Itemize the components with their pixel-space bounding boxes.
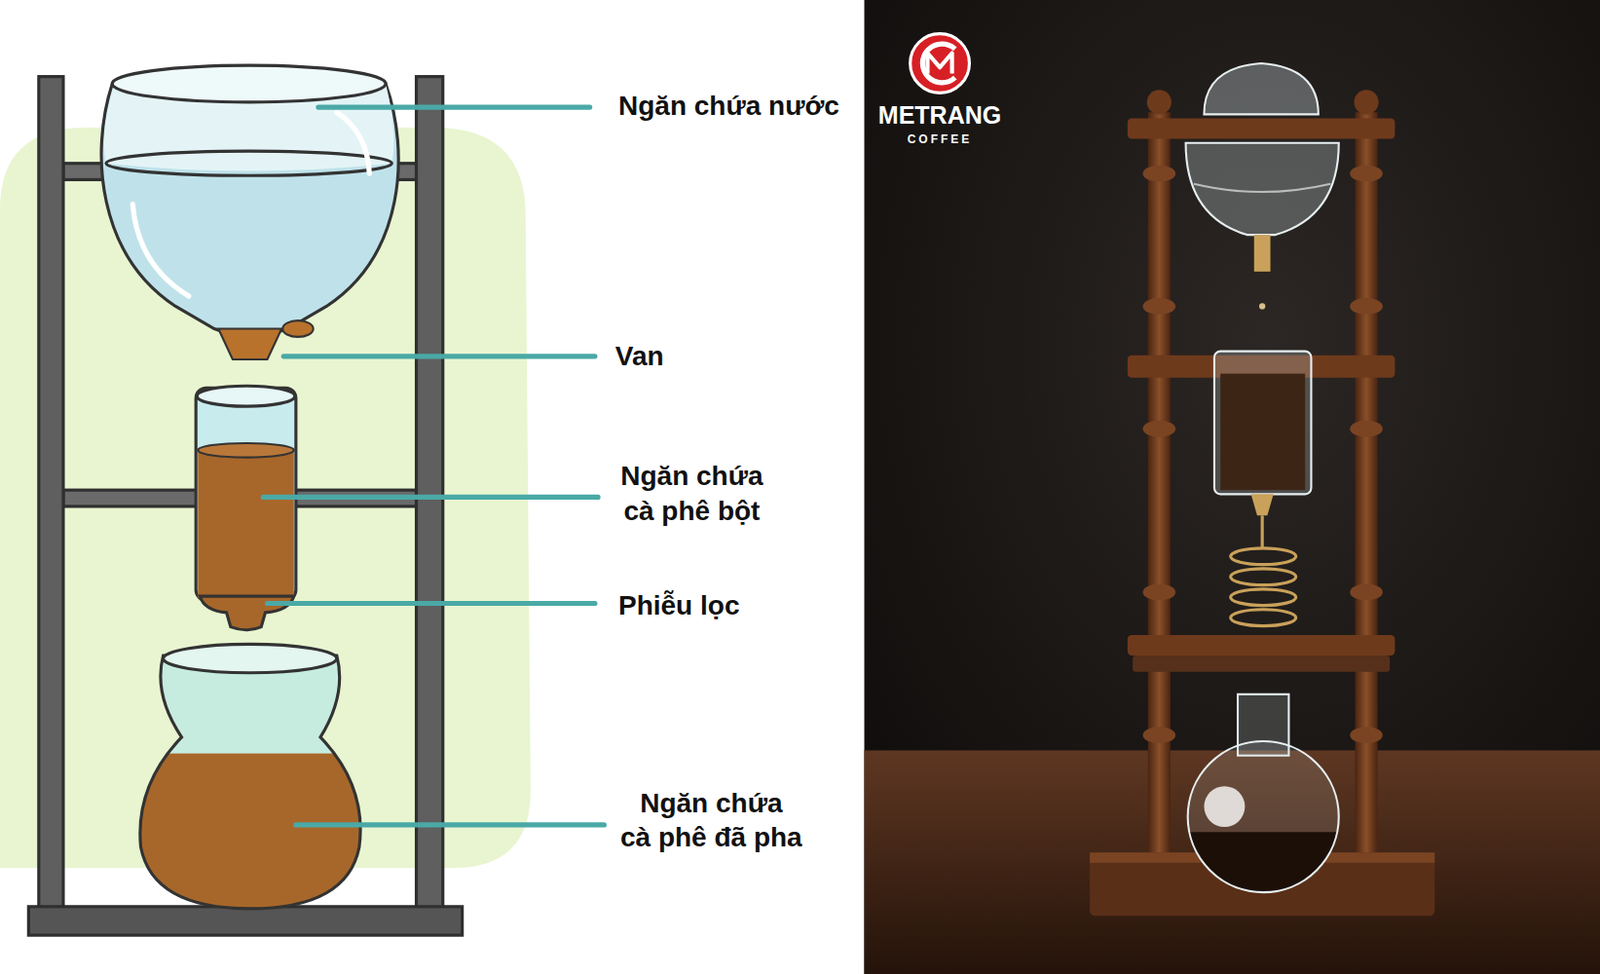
post-bead bbox=[1349, 420, 1383, 438]
leader-line bbox=[262, 494, 598, 500]
frame-base bbox=[28, 906, 462, 935]
part-label: Phiễu lọc bbox=[618, 588, 740, 624]
logo-text: METRANG bbox=[878, 99, 1002, 131]
lower-shelf-edge bbox=[1132, 655, 1390, 672]
post-bead bbox=[1349, 726, 1383, 744]
tower-post bbox=[1355, 111, 1378, 868]
logo-m bbox=[927, 53, 952, 75]
post-bead bbox=[1349, 584, 1383, 601]
frame-post bbox=[38, 76, 64, 910]
bowl-lid bbox=[1203, 63, 1318, 114]
flask-outline bbox=[1188, 741, 1340, 893]
post-bead bbox=[1143, 726, 1177, 744]
globe-rim bbox=[111, 65, 386, 103]
lower-shelf bbox=[1127, 634, 1396, 656]
part-label: Van bbox=[615, 338, 665, 374]
spiral-coil bbox=[1230, 589, 1297, 606]
chamber-tip bbox=[1251, 493, 1274, 516]
chamber-rim bbox=[196, 385, 296, 407]
drip-valve bbox=[1254, 234, 1271, 272]
water-surface bbox=[1193, 184, 1331, 192]
logo-text: COFFEE bbox=[907, 132, 973, 148]
photo-ground bbox=[864, 0, 1600, 974]
spiral-coil bbox=[1230, 609, 1297, 627]
part-label: Ngăn chứa cà phê đã pha bbox=[620, 785, 803, 856]
leader-line bbox=[318, 104, 591, 110]
leader-line bbox=[283, 353, 596, 359]
post-finial bbox=[1353, 89, 1378, 114]
leader-line bbox=[267, 600, 596, 606]
post-bead bbox=[1349, 297, 1383, 315]
logo-circle bbox=[910, 34, 970, 94]
part-label: Ngăn chứa cà phê bột bbox=[620, 458, 763, 529]
logo-c bbox=[922, 43, 955, 83]
frame-post bbox=[416, 76, 444, 910]
post-bead bbox=[1143, 165, 1177, 183]
water-line bbox=[106, 150, 392, 176]
post-bead bbox=[1349, 165, 1383, 183]
coffee-grounds bbox=[197, 448, 294, 598]
water-bowl bbox=[1186, 143, 1340, 235]
post-bead bbox=[1143, 584, 1177, 601]
part-label: Ngăn chứa nước bbox=[618, 88, 840, 124]
spiral-coil bbox=[1230, 548, 1297, 565]
glass-highlight bbox=[132, 204, 189, 297]
post-bead bbox=[1143, 297, 1177, 315]
panel-ground bbox=[0, 0, 865, 974]
tower-post bbox=[1148, 111, 1171, 868]
valve-handle bbox=[282, 320, 313, 337]
grounds-surface bbox=[197, 443, 294, 458]
leader-line bbox=[296, 821, 604, 827]
coffee-grounds bbox=[1220, 373, 1305, 490]
spiral-coil bbox=[1230, 568, 1297, 586]
carafe-outline bbox=[140, 655, 361, 909]
grounds-chamber bbox=[1214, 351, 1312, 495]
water-globe bbox=[101, 83, 399, 336]
valve bbox=[218, 329, 282, 360]
top-shelf bbox=[1127, 118, 1396, 140]
flask-reflection bbox=[1203, 785, 1245, 827]
post-finial bbox=[1147, 89, 1172, 114]
water-drop bbox=[1259, 302, 1266, 309]
post-bead bbox=[1143, 420, 1177, 438]
glass-highlight bbox=[336, 111, 371, 174]
coffee-chamber bbox=[195, 387, 297, 600]
spiral-tube bbox=[1261, 515, 1265, 549]
carafe-rim bbox=[163, 643, 337, 672]
